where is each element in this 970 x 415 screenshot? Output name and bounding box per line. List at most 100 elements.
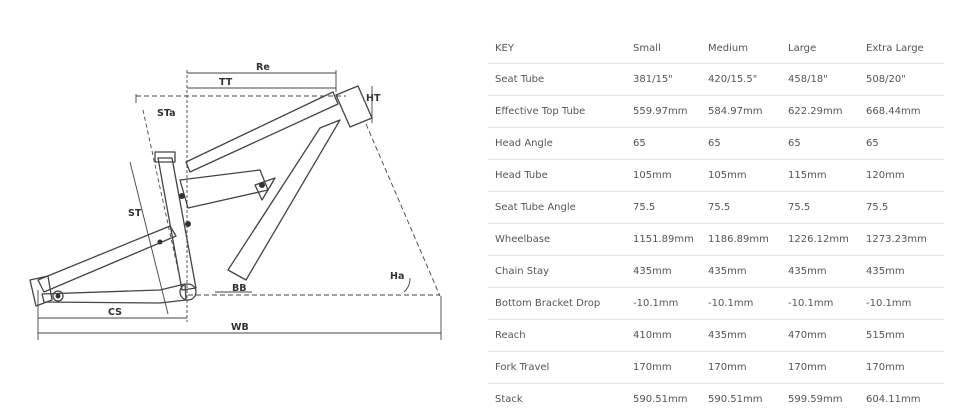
row-label: Seat Tube Angle <box>488 191 626 224</box>
cell-small: 381/15" <box>626 63 701 96</box>
cell-medium: 1186.89mm <box>701 223 781 256</box>
row-label: Head Angle <box>488 127 626 160</box>
pivot <box>157 239 163 245</box>
cell-medium: -10.1mm <box>701 287 781 320</box>
cell-extra-large: 508/20" <box>859 63 944 96</box>
cell-medium: 584.97mm <box>701 95 781 128</box>
dimension-labels: Re TT HT STa ST Ha BB CS WB <box>108 62 404 333</box>
seat-stay <box>37 225 177 293</box>
cell-medium: 75.5 <box>701 191 781 224</box>
bb-label: BB <box>232 283 246 294</box>
cell-medium: 590.51mm <box>708 394 763 405</box>
bottom-bracket <box>179 283 197 301</box>
cell-medium: 435mm <box>701 319 781 352</box>
cell-small: 1151.89mm <box>626 223 701 256</box>
dropout-plate <box>29 275 53 307</box>
dimension-lines <box>37 70 442 340</box>
ht-label: HT <box>366 93 381 104</box>
row-label: Effective Top Tube <box>488 95 626 128</box>
cell-large: 115mm <box>781 159 859 192</box>
down-tube <box>227 119 341 281</box>
header-small: Small <box>626 33 701 64</box>
cell-large: 170mm <box>781 351 859 384</box>
st-label: ST <box>128 208 142 219</box>
cell-small: 170mm <box>626 351 701 384</box>
frame-outline <box>29 85 373 307</box>
cell-small: 559.97mm <box>626 95 701 128</box>
cell-extra-large: 604.11mm <box>866 394 921 405</box>
table-row: Stack 590.51mm 590.51mm 599.59mm 604.11mm <box>488 384 944 415</box>
row-label: Reach <box>488 319 626 352</box>
cell-extra-large: 515mm <box>859 319 944 352</box>
cell-medium: 420/15.5" <box>701 63 781 96</box>
header-large: Large <box>781 33 859 64</box>
cell-extra-large: 170mm <box>859 351 944 384</box>
pivot-points <box>55 182 265 299</box>
row-label: Stack <box>495 394 523 405</box>
cell-extra-large: 120mm <box>859 159 944 192</box>
cell-extra-large: 1273.23mm <box>859 223 944 256</box>
row-label: Bottom Bracket Drop <box>488 287 626 320</box>
cell-large: 458/18" <box>781 63 859 96</box>
cell-small: 435mm <box>626 255 701 288</box>
cell-small: 65 <box>626 127 701 160</box>
cell-small: 590.51mm <box>633 394 688 405</box>
cell-extra-large: 75.5 <box>859 191 944 224</box>
header-extra-large: Extra Large <box>859 33 944 64</box>
frame-geometry-diagram: Re TT HT STa ST Ha BB CS WB <box>29 62 442 340</box>
shock-mount <box>254 177 276 201</box>
cell-extra-large: 668.44mm <box>859 95 944 128</box>
top-tube <box>185 91 339 173</box>
ha-label: Ha <box>390 271 404 282</box>
cell-small: -10.1mm <box>626 287 701 320</box>
cell-large: 599.59mm <box>788 394 843 405</box>
row-label: Head Tube <box>488 159 626 192</box>
row-label: Seat Tube <box>488 63 626 96</box>
cell-large: 622.29mm <box>781 95 859 128</box>
cell-small: 410mm <box>626 319 701 352</box>
row-label: Wheelbase <box>488 223 626 256</box>
cell-medium: 105mm <box>701 159 781 192</box>
cell-large: 65 <box>781 127 859 160</box>
cell-extra-large: 65 <box>859 127 944 160</box>
pivot <box>185 221 191 227</box>
cell-small: 105mm <box>626 159 701 192</box>
cell-medium: 170mm <box>701 351 781 384</box>
cell-large: 470mm <box>781 319 859 352</box>
table-row: Bottom Bracket Drop-10.1mm-10.1mm-10.1mm… <box>488 287 944 320</box>
re-label: Re <box>256 62 270 73</box>
cell-medium: 435mm <box>701 255 781 288</box>
cell-large: -10.1mm <box>781 287 859 320</box>
seat-tube <box>157 157 197 291</box>
pivot <box>259 182 265 188</box>
tt-label: TT <box>219 77 233 88</box>
cell-large: 75.5 <box>781 191 859 224</box>
row-label: Chain Stay <box>488 255 626 288</box>
seat-collar <box>154 151 176 163</box>
wb-label: WB <box>231 322 249 333</box>
rocker-link <box>179 169 269 209</box>
cell-small: 75.5 <box>626 191 701 224</box>
cell-large: 435mm <box>781 255 859 288</box>
pivot <box>55 293 61 299</box>
pivot <box>179 193 185 199</box>
cell-extra-large: -10.1mm <box>859 287 944 320</box>
header-key: KEY <box>488 33 626 64</box>
cell-large: 1226.12mm <box>781 223 859 256</box>
rear-dropout <box>52 290 64 302</box>
row-label: Fork Travel <box>488 351 626 384</box>
sta-label: STa <box>157 108 176 119</box>
cell-extra-large: 435mm <box>859 255 944 288</box>
cell-medium: 65 <box>701 127 781 160</box>
